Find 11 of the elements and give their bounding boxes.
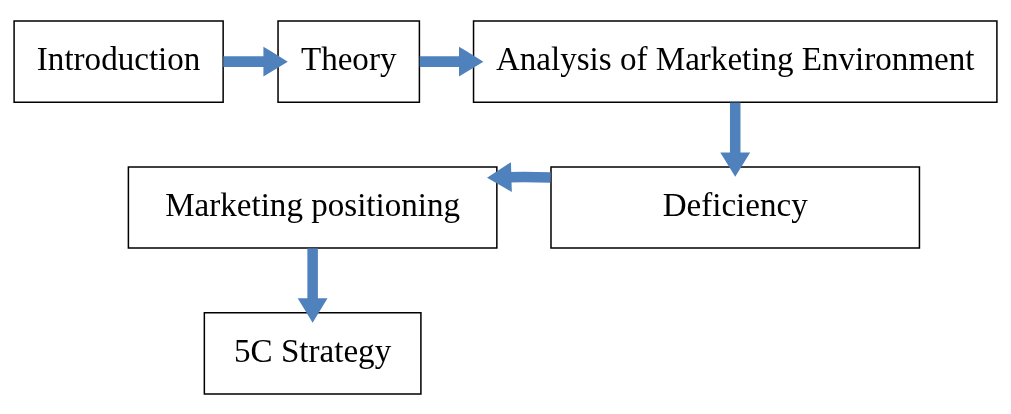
node-box: Analysis of Marketing Environment (472, 19, 998, 103)
node-box: 5C Strategy (203, 311, 422, 395)
node-box: Theory (277, 19, 421, 103)
node-box: Marketing positioning (127, 165, 498, 249)
arrow (297, 247, 328, 323)
arrow (419, 46, 484, 77)
arrow (223, 46, 288, 77)
arrow (720, 102, 751, 177)
node-box: Deficiency (550, 165, 921, 249)
arrow (487, 161, 551, 192)
node-box: Introduction (13, 19, 224, 103)
